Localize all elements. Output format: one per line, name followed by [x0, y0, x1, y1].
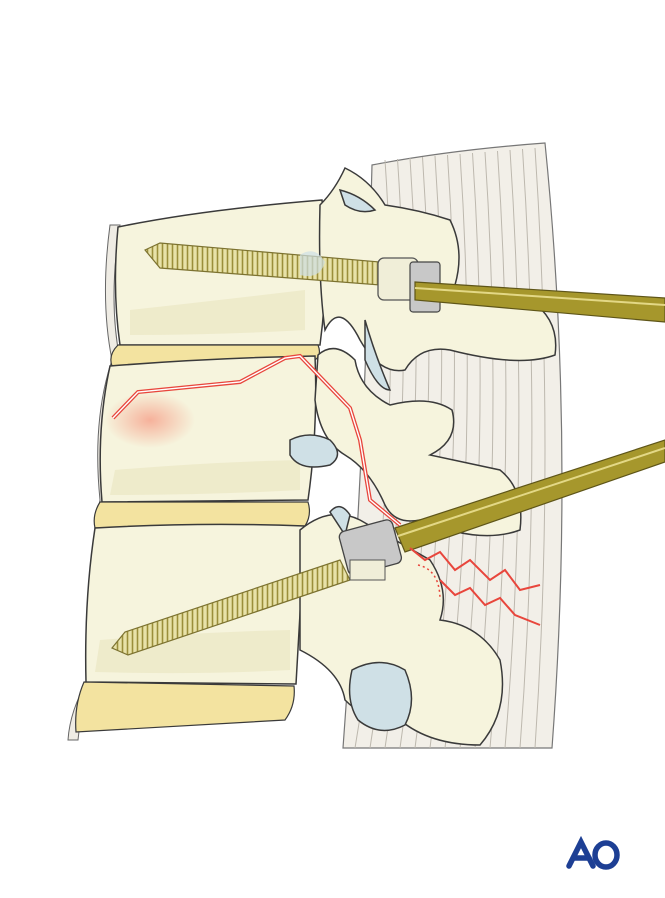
lower-pedicle-screw: [111, 519, 403, 656]
ligament-fiber-line: [534, 147, 546, 749]
lower-rod: [394, 439, 665, 553]
ligament-fiber-line: [504, 149, 520, 749]
ligament-fiber-line: [519, 148, 533, 749]
ao-logo: [566, 835, 620, 870]
fracture-lines: [111, 353, 541, 626]
disc-bottom: [75, 681, 295, 733]
